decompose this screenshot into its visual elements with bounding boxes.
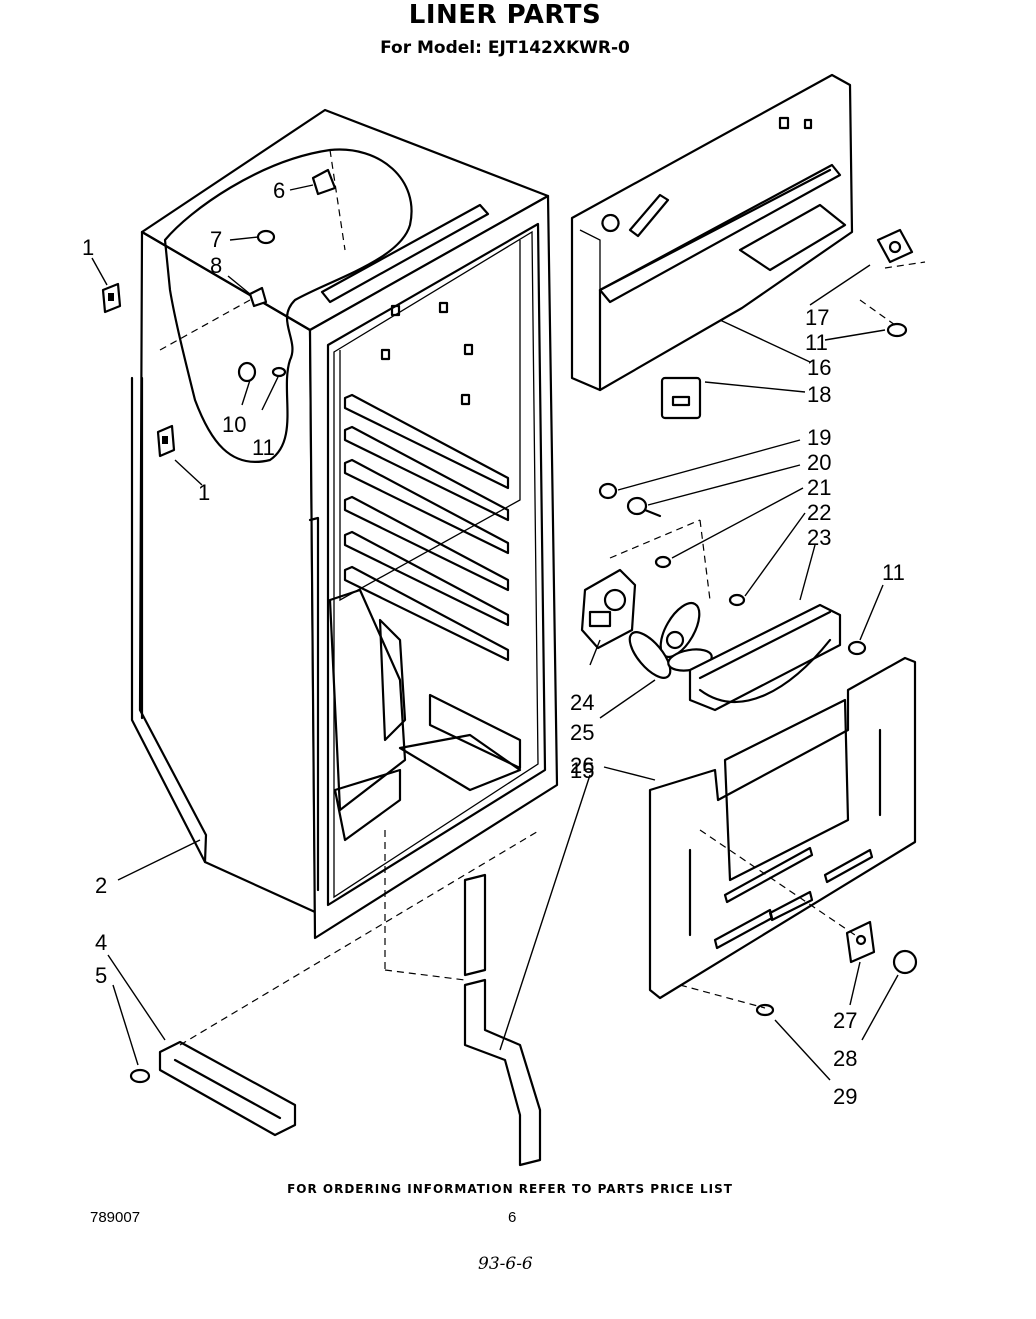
callout-23: 23 bbox=[807, 525, 831, 550]
part-24-fan-motor bbox=[580, 568, 637, 650]
callout-28: 28 bbox=[833, 1046, 857, 1071]
page-number: 6 bbox=[508, 1209, 517, 1226]
handwritten-note: 93-6-6 bbox=[478, 1254, 533, 1274]
part-20-grommet bbox=[626, 496, 662, 518]
clip-8 bbox=[248, 286, 268, 308]
part-18-plate bbox=[660, 376, 702, 420]
callout-21: 21 bbox=[807, 475, 831, 500]
bracket-6 bbox=[311, 168, 337, 196]
liner-cabinet bbox=[130, 108, 559, 940]
callout-22: 22 bbox=[807, 500, 831, 525]
callout-8: 8 bbox=[210, 253, 222, 278]
hinge-clip-1-lower bbox=[156, 424, 176, 458]
callout-20: 20 bbox=[807, 450, 831, 475]
callout-11-left: 11 bbox=[252, 435, 275, 460]
model-line: For Model: EJT142XKWR-0 bbox=[380, 38, 630, 58]
callout-25: 25 bbox=[570, 720, 594, 745]
screw-11-left bbox=[271, 366, 287, 378]
part-26-cover bbox=[648, 656, 917, 1000]
callout-6: 6 bbox=[273, 178, 285, 203]
grommet-10 bbox=[237, 361, 257, 383]
callout-11-mid-right: 11 bbox=[882, 560, 905, 585]
part-27-bracket bbox=[845, 920, 876, 964]
screw-11-upper-right bbox=[886, 322, 908, 338]
part-15-duct bbox=[463, 873, 542, 1167]
callout-1-upper: 1 bbox=[82, 235, 94, 260]
leader-lines bbox=[91, 184, 899, 1081]
page-title: LINER PARTS bbox=[408, 0, 602, 30]
ordering-note: FOR ORDERING INFORMATION REFER TO PARTS … bbox=[287, 1182, 733, 1196]
callout-17: 17 bbox=[805, 305, 829, 330]
part-4-rail bbox=[158, 1040, 297, 1137]
callout-10: 10 bbox=[222, 412, 246, 437]
part-28-knob bbox=[892, 949, 918, 975]
part-22-screw bbox=[728, 593, 746, 607]
part-16-panel bbox=[570, 73, 854, 392]
callout-15: 15 bbox=[570, 758, 594, 783]
callout-24: 24 bbox=[570, 690, 594, 715]
callout-18: 18 bbox=[807, 382, 831, 407]
part-21-screw bbox=[654, 555, 672, 569]
callout-labels: 1 1 2 4 5 6 7 8 10 11 11 11 15 16 17 18 … bbox=[82, 178, 905, 1109]
part-23-shroud bbox=[688, 603, 842, 712]
screw-7 bbox=[256, 229, 276, 245]
assembly-lines bbox=[159, 149, 926, 1046]
callout-26: 26 bbox=[570, 753, 594, 778]
callout-16: 16 bbox=[807, 355, 831, 380]
part-29-screw bbox=[755, 1003, 775, 1017]
doc-number: 789007 bbox=[90, 1209, 141, 1226]
part-19-grommet bbox=[598, 482, 618, 500]
part-5-screw bbox=[129, 1068, 151, 1084]
callout-19: 19 bbox=[807, 425, 831, 450]
callout-2: 2 bbox=[95, 873, 107, 898]
callout-5: 5 bbox=[95, 963, 107, 988]
callout-29: 29 bbox=[833, 1084, 857, 1109]
part-17-bracket bbox=[876, 228, 914, 264]
hinge-clip-1-upper bbox=[101, 282, 122, 314]
callout-1-lower: 1 bbox=[198, 480, 210, 505]
callout-11-upper-right: 11 bbox=[805, 330, 828, 355]
screw-11-mid-right bbox=[847, 640, 867, 656]
callout-7: 7 bbox=[210, 227, 222, 252]
callout-27: 27 bbox=[833, 1008, 857, 1033]
callout-4: 4 bbox=[95, 930, 107, 955]
